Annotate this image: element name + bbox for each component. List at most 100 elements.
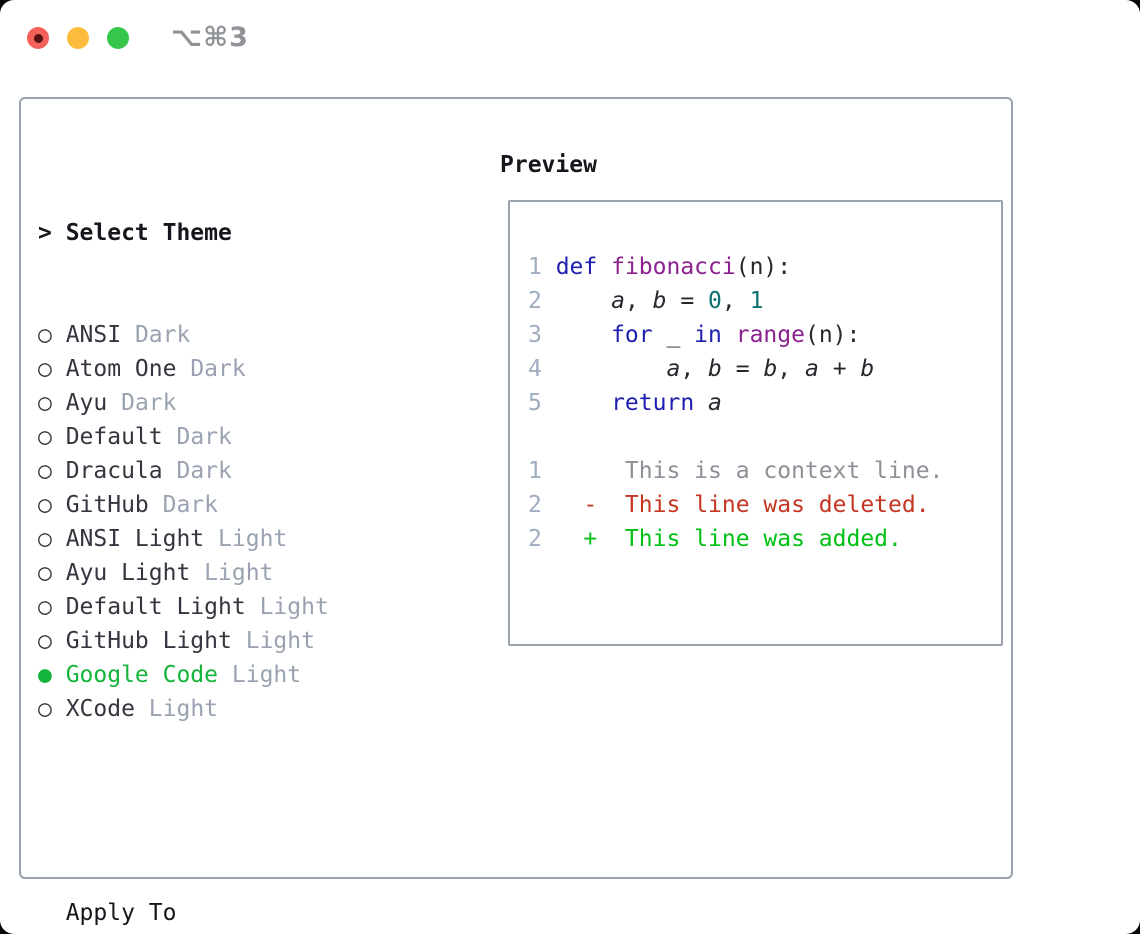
token-typ: range bbox=[735, 322, 805, 348]
radio-icon: ○ bbox=[38, 322, 52, 348]
theme-variant: Light bbox=[204, 560, 274, 586]
code-line: 5 return a bbox=[528, 386, 1001, 420]
line-number: 1 bbox=[528, 458, 542, 484]
theme-name: Ayu Light bbox=[65, 560, 191, 586]
line-number: 3 bbox=[528, 322, 542, 348]
theme-name: Default bbox=[65, 424, 163, 450]
line-content: This is a context line. bbox=[556, 458, 944, 484]
token-kwd: for bbox=[611, 322, 653, 348]
token-pln: , bbox=[721, 288, 750, 314]
selected-radio-icon: ● bbox=[38, 662, 52, 688]
token-kwd: return bbox=[611, 390, 695, 416]
radio-icon: ○ bbox=[38, 492, 52, 518]
token-var: a bbox=[805, 356, 819, 382]
radio-icon: ○ bbox=[38, 696, 52, 722]
theme-variant: Light bbox=[259, 594, 329, 620]
theme-option-ansi[interactable]: ○ ANSI Dark bbox=[38, 318, 426, 352]
theme-variant: Dark bbox=[121, 390, 177, 416]
code-line: 4 a, b = b, a + b bbox=[528, 352, 1001, 386]
token-ctx: This is a context line. bbox=[555, 458, 944, 484]
token-pln bbox=[556, 322, 611, 348]
token-pln: (n): bbox=[735, 254, 792, 280]
theme-name: XCode bbox=[65, 696, 135, 722]
code-line: 1 This is a context line. bbox=[528, 454, 1001, 488]
theme-variant: Dark bbox=[162, 492, 219, 518]
token-pln bbox=[597, 254, 611, 280]
close-dot-icon bbox=[33, 33, 43, 43]
line-content: a, b = b, a + b bbox=[556, 356, 875, 382]
theme-option-default[interactable]: ○ Default Dark bbox=[38, 420, 426, 454]
token-pln bbox=[556, 288, 611, 314]
titlebar: ⌥⌘3 bbox=[27, 24, 249, 51]
token-var: a bbox=[611, 288, 625, 314]
preview-title: Preview bbox=[500, 152, 597, 178]
token-pln: (n): bbox=[804, 322, 861, 348]
radio-icon: ○ bbox=[38, 560, 52, 586]
radio-icon: ○ bbox=[38, 424, 52, 450]
radio-icon: ○ bbox=[38, 356, 52, 382]
line-number: 5 bbox=[528, 390, 542, 416]
token-pln: + bbox=[818, 356, 861, 382]
cursor-marker: > bbox=[38, 220, 52, 246]
theme-name: Google Code bbox=[65, 662, 219, 688]
token-pln bbox=[694, 390, 708, 416]
line-content: def fibonacci(n): bbox=[556, 254, 791, 280]
minimize-button[interactable] bbox=[67, 27, 89, 49]
theme-name: ANSI Light bbox=[65, 526, 205, 552]
line-content: + This line was added. bbox=[556, 526, 902, 552]
theme-name: GitHub bbox=[65, 492, 149, 518]
spacer bbox=[38, 794, 426, 828]
token-pln: = bbox=[721, 356, 764, 382]
theme-variant: Dark bbox=[176, 424, 232, 450]
zoom-button[interactable] bbox=[107, 27, 129, 49]
token-pln: , bbox=[777, 356, 805, 382]
token-pln bbox=[556, 356, 667, 382]
token-pln bbox=[556, 390, 611, 416]
theme-option-ayu-light[interactable]: ○ Ayu Light Light bbox=[38, 556, 426, 590]
token-var: b bbox=[763, 356, 778, 382]
theme-variant: Dark bbox=[176, 458, 232, 484]
theme-option-google-code[interactable]: ● Google Code Light bbox=[38, 658, 426, 692]
theme-variant: Light bbox=[218, 526, 288, 552]
line-number: 2 bbox=[528, 526, 542, 552]
theme-name: ANSI bbox=[65, 322, 122, 348]
theme-option-github[interactable]: ○ GitHub Dark bbox=[38, 488, 426, 522]
theme-variant: Light bbox=[148, 696, 219, 722]
token-add: + This line was added. bbox=[555, 526, 902, 552]
theme-variant: Dark bbox=[134, 322, 191, 348]
line-content: for _ in range(n): bbox=[556, 322, 861, 348]
theme-name: Atom One bbox=[65, 356, 177, 382]
token-pln: , bbox=[624, 288, 653, 314]
token-del: - This line was deleted. bbox=[555, 492, 930, 518]
code-line: 2 - This line was deleted. bbox=[528, 488, 1001, 522]
token-var: b bbox=[652, 288, 667, 314]
token-pln: , bbox=[680, 356, 709, 382]
theme-option-atom-one[interactable]: ○ Atom One Dark bbox=[38, 352, 426, 386]
radio-icon: ○ bbox=[38, 458, 52, 484]
token-pln bbox=[722, 322, 736, 348]
token-typ: fibonacci bbox=[611, 254, 736, 280]
line-number: 1 bbox=[528, 254, 542, 280]
theme-option-xcode[interactable]: ○ XCode Light bbox=[38, 692, 426, 726]
theme-variant: Dark bbox=[190, 356, 246, 382]
token-kwd: in bbox=[694, 322, 722, 348]
close-button[interactable] bbox=[27, 27, 49, 49]
line-number: 2 bbox=[528, 492, 542, 518]
token-pln: = bbox=[666, 288, 709, 314]
line-content: - This line was deleted. bbox=[555, 492, 930, 518]
token-var: b bbox=[708, 356, 722, 382]
theme-name: GitHub Light bbox=[65, 628, 232, 654]
theme-variant: Light bbox=[231, 662, 302, 688]
token-lit: 0 bbox=[708, 288, 722, 314]
token-var: b bbox=[860, 356, 875, 382]
code-line: 2 a, b = 0, 1 bbox=[528, 284, 1001, 318]
